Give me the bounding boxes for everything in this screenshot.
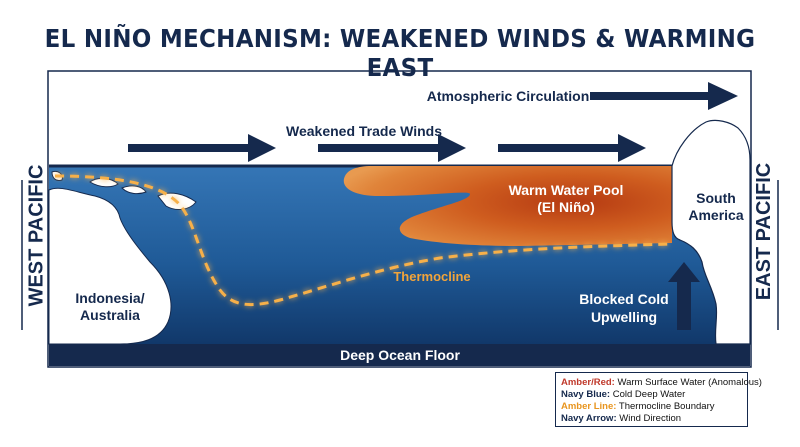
legend-key: Navy Arrow: [561,413,617,424]
legend-key: Amber/Red: [561,377,615,388]
page-title: EL NIÑO MECHANISM: WEAKENED WINDS & WARM… [44,24,756,82]
legend-key: Navy Blue: [561,389,611,400]
legend-item: Amber/Red: Warm Surface Water (Anomalous… [561,377,762,389]
right-arrow-icon [128,134,276,162]
legend-item: Navy Blue: Cold Deep Water [561,389,742,401]
indonesia-label-line1: Indonesia/ [75,290,144,306]
legend-text: Wind Direction [619,413,682,424]
legend-key: Amber Line: [561,401,617,412]
thermocline-label: Thermocline [393,269,470,284]
east-pacific-label: EAST PACIFIC [753,162,776,301]
south-america-landmass [671,119,751,345]
weakened-trade-winds-label: Weakened Trade Winds [286,123,442,139]
legend-text: Warm Surface Water (Anomalous) [617,377,762,388]
legend-item: Amber Line: Thermocline Boundary [561,401,742,413]
legend-text: Thermocline Boundary [618,401,715,412]
ocean-floor-label: Deep Ocean Floor [340,347,460,363]
ocean-floor [49,344,750,366]
up-arrow-icon [668,262,700,330]
atmospheric-circulation-label: Atmospheric Circulation [427,88,590,104]
south-america-label-line1: South [696,190,736,206]
right-arrow-icon [318,134,466,162]
upwelling-label-line1: Blocked Cold [579,291,668,307]
right-arrow-icon [590,82,738,110]
west-pacific-label: WEST PACIFIC [25,164,48,307]
upwelling-label-line2: Upwelling [591,309,657,325]
thermocline-line [54,174,673,307]
wind-arrows [128,82,738,162]
warm-pool-label-line1: Warm Water Pool [509,182,624,198]
right-arrow-icon [498,134,646,162]
warm-pool-label-line2: (El Niño) [537,199,595,215]
indonesia-label-line2: Australia [80,307,140,323]
warm-water-pool [343,166,672,246]
south-america-label-line2: America [688,207,743,223]
legend: Amber/Red: Warm Surface Water (Anomalous… [555,372,762,427]
legend-item: Navy Arrow: Wind Direction [561,413,742,425]
legend-text: Cold Deep Water [612,389,686,400]
